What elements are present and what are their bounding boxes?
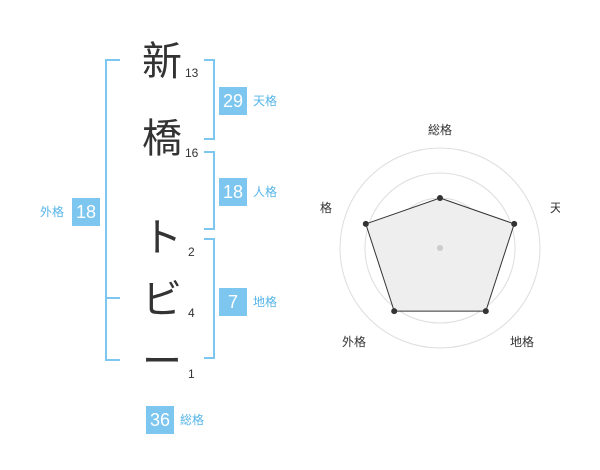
soukaku-badge: 36 — [146, 406, 174, 434]
chikaku-badge: 7 — [219, 288, 247, 316]
radar-ring — [339, 147, 541, 349]
radar-point — [511, 220, 518, 227]
stroke-count-3: 2 — [188, 245, 195, 259]
jinkaku-bracket — [204, 151, 215, 230]
tenkaku-label: 天格 — [253, 94, 278, 108]
radar-label-right: 天格 — [550, 200, 560, 215]
radar-points — [362, 195, 518, 315]
jinkaku-label: 人格 — [253, 185, 278, 199]
radar-ring — [364, 172, 516, 324]
name-char-4: ビ — [142, 277, 182, 323]
radar-point — [362, 220, 369, 227]
radar-label-bottom-left: 外格 — [342, 334, 366, 349]
name-char-3: ト — [142, 215, 182, 261]
stroke-count-4: 4 — [188, 306, 195, 320]
soukaku-label: 総格 — [180, 413, 205, 427]
stroke-count-1: 13 — [185, 66, 199, 80]
chikaku-label: 地格 — [253, 295, 278, 309]
name-char-1: 新 — [142, 39, 182, 85]
tenkaku-bracket — [204, 59, 215, 140]
radar-chart: 総格 天格 地格 外格 人格 — [320, 122, 560, 349]
radar-label-bottom-right: 地格 — [510, 334, 534, 349]
jinkaku-badge: 18 — [219, 178, 247, 206]
tenkaku-badge: 29 — [219, 87, 247, 115]
radar-point — [437, 195, 443, 201]
stroke-count-2: 16 — [185, 146, 199, 160]
gaikaku-label: 外格 — [40, 205, 65, 219]
radar-label-left: 人格 — [320, 200, 332, 215]
radar-point — [482, 308, 489, 315]
stroke-count-5: 1 — [188, 367, 195, 381]
radar-center-dot — [437, 245, 443, 251]
radar-polygon — [365, 197, 515, 312]
chikaku-bracket — [204, 238, 215, 359]
radar-label-top: 総格 — [428, 122, 452, 137]
bracket-lines — [105, 59, 215, 361]
gaikaku-badge: 18 — [72, 198, 100, 226]
radar-point — [391, 308, 398, 315]
name-char-5: ー — [142, 339, 182, 385]
gaikaku-bracket — [105, 59, 120, 361]
name-char-2: 橋 — [142, 116, 182, 162]
